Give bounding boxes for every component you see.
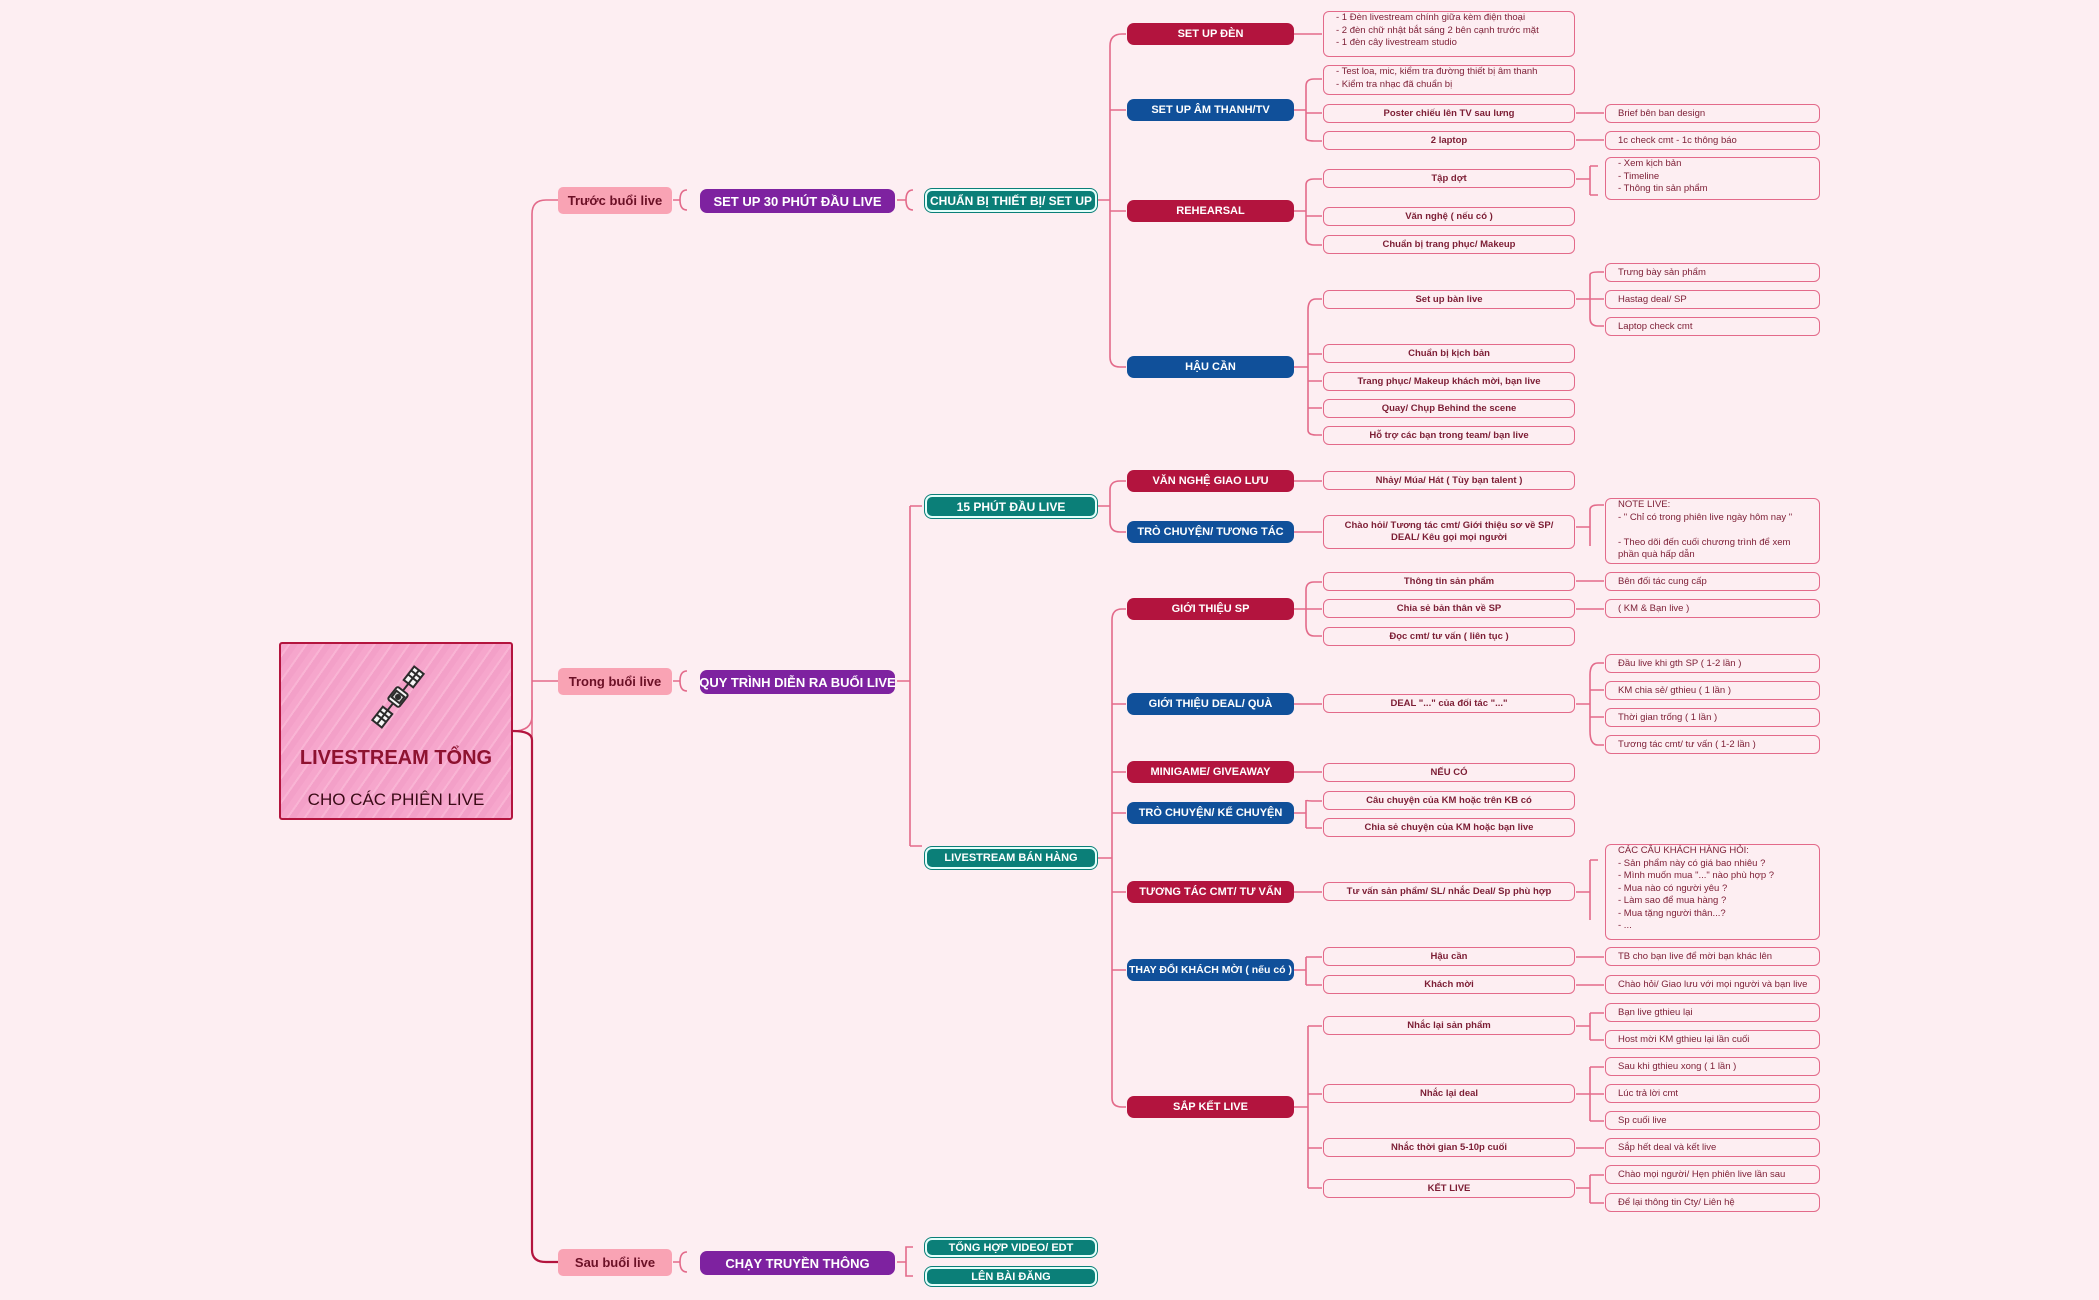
group-sales[interactable]: LIVESTREAM BÁN HÀNG <box>925 847 1097 869</box>
stage-media[interactable]: CHẠY TRUYỀN THÔNG <box>700 1251 895 1275</box>
detail-rehearsal-note[interactable]: - Xem kịch bản - Timeline - Thông tin sả… <box>1605 157 1820 200</box>
topic-setup-light[interactable]: SET UP ĐÈN <box>1127 23 1294 45</box>
topic-chat[interactable]: TRÒ CHUYỆN/ TƯƠNG TÁC <box>1127 521 1294 543</box>
detail-sap-het[interactable]: Sắp hết deal và kết live <box>1605 1138 1820 1157</box>
phase-during-live[interactable]: Trong buổi live <box>558 668 672 695</box>
item-arts[interactable]: Văn nghệ ( nếu có ) <box>1323 207 1575 226</box>
group-compile[interactable]: TỔNG HỢP VIDEO/ EDT <box>925 1238 1097 1257</box>
item-advise[interactable]: Tư vấn sản phẩm/ SL/ nhắc Deal/ Sp phù h… <box>1323 882 1575 901</box>
topic-story[interactable]: TRÒ CHUYỆN/ KỂ CHUYỆN <box>1127 802 1294 824</box>
root-subtitle: CHO CÁC PHIÊN LIVE <box>307 790 485 809</box>
detail-questions[interactable]: CÁC CÂU KHÁCH HÀNG HỎI: - Sản phẩm này c… <box>1605 844 1820 940</box>
item-story-share[interactable]: Chia sẻ chuyện của KM hoặc bạn live <box>1323 818 1575 837</box>
item-guest-costume[interactable]: Trang phục/ Makeup khách mời, bạn live <box>1323 372 1575 391</box>
item-share[interactable]: Chia sẻ bản thân về SP <box>1323 599 1575 618</box>
item-if-any[interactable]: NẾU CÓ <box>1323 763 1575 782</box>
detail-ban-live[interactable]: Bạn live gthieu lại <box>1605 1003 1820 1022</box>
item-table-setup[interactable]: Set up bàn live <box>1323 290 1575 309</box>
item-support[interactable]: Hỗ trợ các bạn trong team/ bạn live <box>1323 426 1575 445</box>
detail-luc-tra[interactable]: Lúc trả lời cmt <box>1605 1084 1820 1103</box>
item-read-cmt[interactable]: Đọc cmt/ tư vấn ( liên tục ) <box>1323 627 1575 646</box>
detail-deal-2[interactable]: KM chia sẻ/ gthieu ( 1 lần ) <box>1605 681 1820 700</box>
detail-brief[interactable]: Brief bên ban design <box>1605 104 1820 123</box>
item-dance[interactable]: Nhảy/ Múa/ Hát ( Tùy bạn talent ) <box>1323 471 1575 490</box>
detail-deal-3[interactable]: Thời gian trống ( 1 lần ) <box>1605 708 1820 727</box>
item-deal[interactable]: DEAL "..." của đối tác "..." <box>1323 694 1575 713</box>
detail-host[interactable]: Host mời KM gthieu lại lần cuối <box>1605 1030 1820 1049</box>
item-costume[interactable]: Chuẩn bị trang phục/ Makeup <box>1323 235 1575 254</box>
phase-before-live[interactable]: Trước buổi live <box>558 187 672 214</box>
detail-deal-4[interactable]: Tương tác cmt/ tư vấn ( 1-2 lần ) <box>1605 735 1820 754</box>
item-remind-time[interactable]: Nhắc thời gian 5-10p cuối <box>1323 1138 1575 1157</box>
item-story-km[interactable]: Câu chuyện của KM hoặc trên KB có <box>1323 791 1575 810</box>
detail-deal-1[interactable]: Đầu live khi gth SP ( 1-2 lần ) <box>1605 654 1820 673</box>
detail-partner[interactable]: Bên đối tác cung cấp <box>1605 572 1820 591</box>
detail-chao-moi[interactable]: Chào mọi người/ Hẹn phiên live lần sau <box>1605 1165 1820 1184</box>
item-remind-product[interactable]: Nhắc lại sản phẩm <box>1323 1016 1575 1035</box>
item-remind-deal[interactable]: Nhắc lại deal <box>1323 1084 1575 1103</box>
detail-sp-cuoi[interactable]: Sp cuối live <box>1605 1111 1820 1130</box>
satellite-icon <box>370 665 426 729</box>
detail-de-lai[interactable]: Để lại thông tin Cty/ Liên hệ <box>1605 1193 1820 1212</box>
stage-process[interactable]: QUY TRÌNH DIỄN RA BUỔI LIVE <box>699 670 896 694</box>
topic-guest-change[interactable]: THAY ĐỔI KHÁCH MỜI ( nếu có ) <box>1127 959 1294 981</box>
detail-display[interactable]: Trưng bày sản phẩm <box>1605 263 1820 282</box>
group-prep[interactable]: CHUẨN BỊ THIẾT BỊ/ SET UP <box>925 189 1097 212</box>
item-hau-can[interactable]: Hậu cần <box>1323 947 1575 966</box>
topic-ending[interactable]: SẮP KẾT LIVE <box>1127 1096 1294 1118</box>
item-bts[interactable]: Quay/ Chụp Behind the scene <box>1323 399 1575 418</box>
detail-tb[interactable]: TB cho bạn live để mời bạn khác lên <box>1605 947 1820 966</box>
item-practice[interactable]: Tập dợt <box>1323 169 1575 188</box>
detail-chao[interactable]: Chào hỏi/ Giao lưu với mọi người và bạn … <box>1605 975 1820 994</box>
item-khach-moi[interactable]: Khách mời <box>1323 975 1575 994</box>
detail-hashtag[interactable]: Hastag deal/ SP <box>1605 290 1820 309</box>
item-poster[interactable]: Poster chiếu lên TV sau lưng <box>1323 104 1575 123</box>
group-post[interactable]: LÊN BÀI ĐĂNG <box>925 1267 1097 1286</box>
root-title: LIVESTREAM TỔNG <box>299 747 493 769</box>
item-laptop[interactable]: 2 laptop <box>1323 131 1575 150</box>
topic-logistics[interactable]: HẬU CẦN <box>1127 356 1294 378</box>
item-script[interactable]: Chuẩn bị kịch bản <box>1323 344 1575 363</box>
detail-check-cmt[interactable]: Laptop check cmt <box>1605 317 1820 336</box>
item-end-live[interactable]: KẾT LIVE <box>1323 1179 1575 1198</box>
item-light-note[interactable]: - 1 Đèn livestream chính giữa kèm điện t… <box>1323 11 1575 57</box>
topic-minigame[interactable]: MINIGAME/ GIVEAWAY <box>1127 761 1294 783</box>
item-greet[interactable]: Chào hỏi/ Tương tác cmt/ Giới thiệu sơ v… <box>1323 515 1575 549</box>
item-sound-note[interactable]: - Test loa, mic, kiểm tra đường thiết bị… <box>1323 65 1575 95</box>
topic-setup-sound[interactable]: SET UP ÂM THANH/TV <box>1127 99 1294 121</box>
detail-laptop-use[interactable]: 1c check cmt - 1c thông báo <box>1605 131 1820 150</box>
group-first15[interactable]: 15 PHÚT ĐẦU LIVE <box>925 495 1097 518</box>
stage-setup-30[interactable]: SET UP 30 PHÚT ĐẦU LIVE <box>700 189 895 213</box>
topic-rehearsal[interactable]: REHEARSAL <box>1127 200 1294 222</box>
item-product-info[interactable]: Thông tin sản phẩm <box>1323 572 1575 591</box>
root-topic[interactable]: LIVESTREAM TỔNG CHO CÁC PHIÊN LIVE <box>279 642 513 820</box>
topic-deal-intro[interactable]: GIỚI THIỆU DEAL/ QUÀ <box>1127 693 1294 715</box>
detail-sau-khi[interactable]: Sau khi gthieu xong ( 1 lần ) <box>1605 1057 1820 1076</box>
topic-perform[interactable]: VĂN NGHỆ GIAO LƯU <box>1127 470 1294 492</box>
detail-note-live[interactable]: NOTE LIVE: - " Chỉ có trong phiên live n… <box>1605 498 1820 564</box>
phase-after-live[interactable]: Sau buổi live <box>558 1249 672 1276</box>
topic-product-intro[interactable]: GIỚI THIỆU SP <box>1127 598 1294 620</box>
topic-consult[interactable]: TƯƠNG TÁC CMT/ TƯ VẤN <box>1127 881 1294 903</box>
detail-km-ban[interactable]: ( KM & Bạn live ) <box>1605 599 1820 618</box>
